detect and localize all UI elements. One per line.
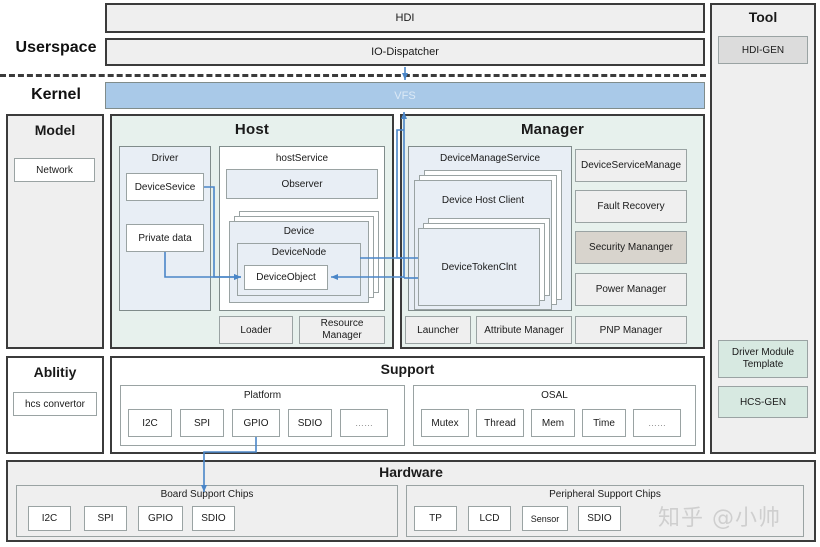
- device-object-box[interactable]: DeviceObject: [244, 265, 328, 290]
- board-support-chips-title: Board Support Chips: [160, 489, 254, 500]
- model-item-network[interactable]: Network: [14, 158, 95, 182]
- peripheral-item-lcd[interactable]: LCD: [468, 506, 511, 531]
- osal-item-time[interactable]: Time: [582, 409, 626, 437]
- osal-item-mutex[interactable]: Mutex: [421, 409, 469, 437]
- host-footer-loader[interactable]: Loader: [219, 316, 293, 344]
- manager-title: Manager: [520, 120, 585, 138]
- device-host-client-title: Device Host Client: [441, 194, 525, 206]
- tool-column: [710, 3, 816, 454]
- manager-item-security-mananger[interactable]: Security Mananger: [575, 231, 687, 264]
- ability-title: Ablitiy: [33, 364, 77, 380]
- manager-footer-attribute-manager[interactable]: Attribute Manager: [476, 316, 572, 344]
- userspace-kernel-divider: [0, 74, 706, 77]
- osal-item-thread[interactable]: Thread: [476, 409, 524, 437]
- platform-item-gpio[interactable]: GPIO: [232, 409, 280, 437]
- board-item-gpio[interactable]: GPIO: [138, 506, 183, 531]
- host-service-title: hostService: [275, 152, 329, 164]
- osal-item-more[interactable]: ……: [633, 409, 681, 437]
- manager-item-power-manager[interactable]: Power Manager: [575, 273, 687, 306]
- peripheral-item-sensor[interactable]: Sensor: [522, 506, 568, 531]
- kernel-label: Kernel: [31, 86, 81, 103]
- host-service-observer[interactable]: Observer: [226, 169, 378, 199]
- platform-item-i2c[interactable]: I2C: [128, 409, 172, 437]
- board-item-i2c[interactable]: I2C: [28, 506, 71, 531]
- hdi-box[interactable]: HDI: [105, 3, 705, 33]
- device-manage-service-title: DeviceManageService: [439, 152, 541, 164]
- board-item-spi[interactable]: SPI: [84, 506, 127, 531]
- host-title: Host: [234, 120, 270, 138]
- host-driver-item-devicesevice[interactable]: DeviceSevice: [126, 173, 204, 201]
- osal-title: OSAL: [541, 390, 568, 401]
- manager-footer-launcher[interactable]: Launcher: [405, 316, 471, 344]
- vfs-box[interactable]: VFS: [105, 82, 705, 109]
- host-driver-title: Driver: [151, 152, 179, 164]
- host-footer-resource-manager[interactable]: Resource Manager: [299, 316, 385, 344]
- tool-item-driver-module-template[interactable]: Driver Module Template: [718, 340, 808, 378]
- device-token-clnt-card[interactable]: DeviceTokenClnt: [418, 228, 540, 306]
- io-dispatcher-box[interactable]: IO-Dispatcher: [105, 38, 705, 66]
- host-driver-item-private-data[interactable]: Private data: [126, 224, 204, 252]
- osal-item-mem[interactable]: Mem: [531, 409, 575, 437]
- peripheral-item-tp[interactable]: TP: [414, 506, 457, 531]
- tool-title: Tool: [748, 9, 778, 25]
- manager-footer-pnp-manager[interactable]: PNP Manager: [575, 316, 687, 344]
- tool-item-hcs-gen[interactable]: HCS-GEN: [718, 386, 808, 418]
- support-title: Support: [380, 361, 435, 377]
- model-title: Model: [34, 122, 76, 138]
- watermark: 知乎 @小帅: [658, 506, 781, 531]
- device-node-title: DeviceNode: [271, 247, 327, 258]
- userspace-label: Userspace: [15, 39, 97, 56]
- platform-item-sdio[interactable]: SDIO: [288, 409, 332, 437]
- platform-title: Platform: [243, 390, 282, 401]
- model-panel: [6, 114, 104, 349]
- hardware-title: Hardware: [379, 464, 443, 480]
- platform-item-more[interactable]: ……: [340, 409, 388, 437]
- tool-item-hdi-gen[interactable]: HDI-GEN: [718, 36, 808, 64]
- platform-item-spi[interactable]: SPI: [180, 409, 224, 437]
- manager-item-fault-recovery[interactable]: Fault Recovery: [575, 190, 687, 223]
- ability-item-hcs-convertor[interactable]: hcs convertor: [13, 392, 97, 416]
- device-title: Device: [283, 226, 315, 237]
- peripheral-item-sdio[interactable]: SDIO: [578, 506, 621, 531]
- peripheral-support-chips-title: Peripheral Support Chips: [549, 489, 661, 500]
- board-item-sdio[interactable]: SDIO: [192, 506, 235, 531]
- manager-item-deviceservicemanage[interactable]: DeviceServiceManage: [575, 149, 687, 182]
